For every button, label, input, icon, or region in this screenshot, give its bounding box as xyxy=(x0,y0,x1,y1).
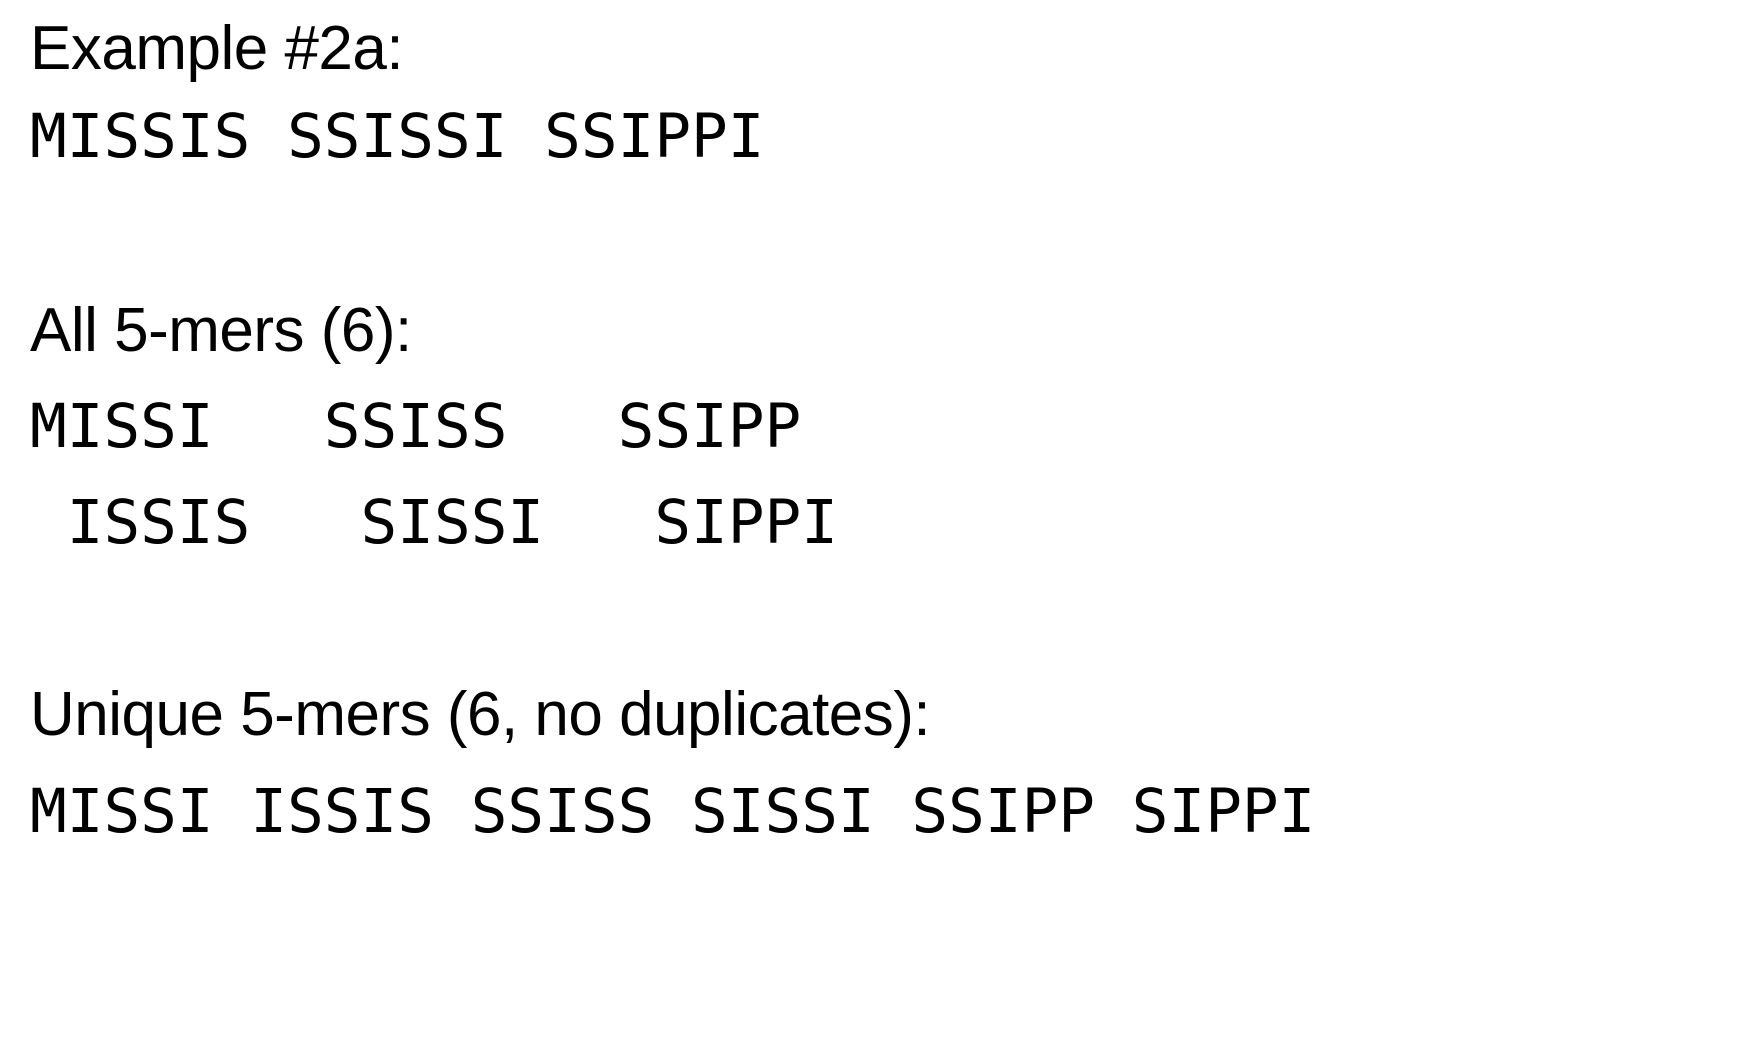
example-sequence-text: MISSIS SSISSI SSIPPI xyxy=(30,101,765,172)
unique-kmers-list: MISSI ISSIS SSISS SISSI SSIPP SIPPI xyxy=(30,776,1316,847)
all-kmers-heading: All 5-mers (6): xyxy=(30,296,412,365)
unique-kmers-heading: Unique 5-mers (6, no duplicates): xyxy=(30,680,931,749)
all-kmers-row-2: ISSIS SISSI SIPPI xyxy=(30,487,838,558)
example-heading: Example #2a: xyxy=(30,14,404,83)
all-kmers-row-1: MISSI SSISS SSIPP xyxy=(30,391,802,462)
